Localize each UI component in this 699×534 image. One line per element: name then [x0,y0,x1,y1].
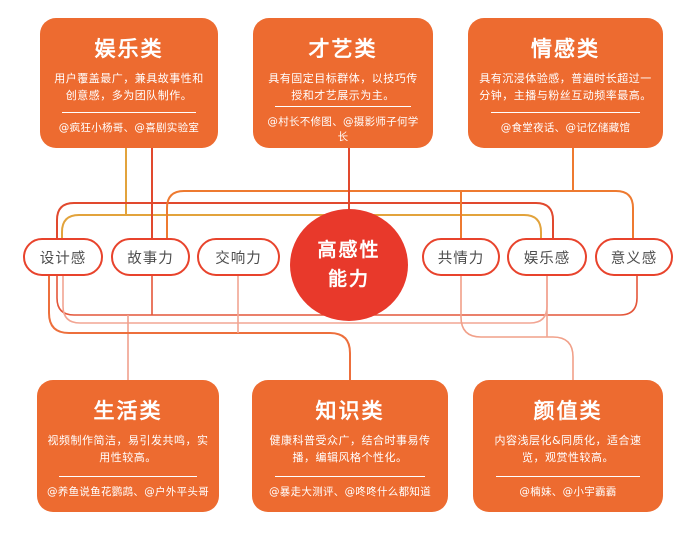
card-title: 颜值类 [533,399,603,423]
card-divider [275,476,425,477]
card-divider [59,476,197,477]
central-concept-circle: 高感性 能力 [290,209,408,321]
wire-bottom-rail-2 [62,274,548,324]
ability-node-design: 设计感 [23,238,103,276]
ability-node-fun: 娱乐感 [507,238,587,276]
ability-node-meaning: 意义感 [595,238,673,276]
card-accounts: @暴走大测评、@咚咚什么都知道 [269,486,431,498]
ability-node-empathy: 共情力 [422,238,500,276]
wire-orange-rail-knowledge [48,274,351,380]
central-concept-line2: 能力 [327,268,370,290]
ability-node-story: 故事力 [111,238,190,276]
card-description: 健康科普受众广，结合时事易传播，编辑风格个性化。 [269,434,431,465]
card-description: 视频制作简洁，易引发共鸣，实用性较高。 [47,434,209,465]
category-card-life: 生活类 视频制作简洁，易引发共鸣，实用性较高。 @养鱼说鱼花鹦鹉、@户外平头哥 [37,380,219,512]
category-card-talent: 才艺类 具有固定目标群体，以技巧传授和才艺展示为主。 @村长不修图、@摄影师子何… [253,18,433,148]
wire-amber-rail [61,214,542,240]
category-card-entertainment: 娱乐类 用户覆盖最广，兼具故事性和创意感，多为团队制作。 @疯狂小杨哥、@喜剧实… [40,18,218,148]
card-title: 知识类 [315,399,385,423]
card-title: 娱乐类 [94,37,164,61]
card-accounts: @疯狂小杨哥、@喜剧实验室 [58,122,200,134]
wire-red-rail [56,202,554,240]
card-divider [495,476,641,477]
category-card-knowledge: 知识类 健康科普受众广，结合时事易传播，编辑风格个性化。 @暴走大测评、@咚咚什… [252,380,448,512]
card-divider [61,112,197,113]
card-description: 用户覆盖最广，兼具故事性和创意感，多为团队制作。 [54,72,204,103]
card-description: 内容浅层化&同质化，适合速览，观赏性较高。 [494,434,642,465]
card-accounts: @养鱼说鱼花鹦鹉、@户外平头哥 [47,486,209,498]
wire-orange-rail [166,190,634,240]
card-accounts: @食堂夜话、@记忆储藏馆 [500,122,631,134]
card-title: 情感类 [531,37,600,61]
category-card-beauty: 颜值类 内容浅层化&同质化，适合速览，观赏性较高。 @楠妹、@小宇霸霸 [473,380,663,512]
card-title: 才艺类 [308,37,378,61]
category-card-emotion: 情感类 具有沉浸体验感，普遍时长超过一分钟，主播与粉丝互动频率最高。 @食堂夜话… [468,18,663,148]
central-concept-line1: 高感性 [317,238,381,261]
card-description: 具有固定目标群体，以技巧传授和才艺展示为主。 [268,72,418,103]
card-description: 具有沉浸体验感，普遍时长超过一分钟，主播与粉丝互动频率最高。 [479,72,652,103]
card-divider [275,106,411,108]
ability-node-symphony: 交响力 [197,238,280,276]
card-title: 生活类 [93,399,163,423]
wire-rail-beauty [460,274,574,380]
card-accounts: @村长不修图、@摄影师子何学长 [267,116,419,144]
card-divider [491,112,640,113]
card-accounts: @楠妹、@小宇霸霸 [519,486,617,498]
